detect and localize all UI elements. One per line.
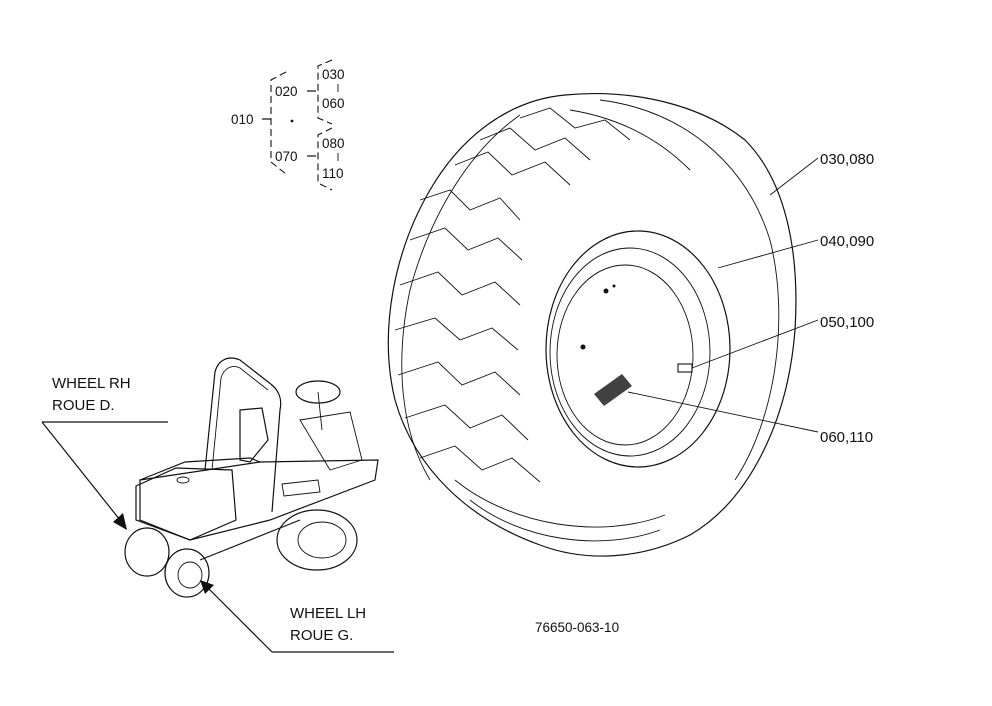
callout-valve: 050,100 [820,314,874,331]
callout-tire: 030,080 [820,151,874,168]
callout-leaders [627,157,819,433]
tree-branch-lower-label: 070 [275,149,298,164]
tree-leaf-110: 110 [322,166,344,181]
part-tree: 010 020 070 030 060 080 110 [231,59,345,191]
tree-branch-upper-label: 020 [275,84,298,99]
tree-leaf-080: 080 [322,136,345,151]
figure-code: 76650-063-10 [535,620,619,635]
wheel-lh-label-fr: ROUE G. [290,627,353,644]
tree-leaf-030: 030 [322,67,345,82]
wheel-lh-callout [200,580,394,653]
tractor-illustration [124,357,379,598]
tree-root-label: 010 [231,112,254,127]
callout-label: 060,110 [820,429,873,446]
wheel-lh-label-en: WHEEL LH [290,605,366,622]
wheel-rh-label-en: WHEEL RH [52,375,131,392]
wheel-rh-label-fr: ROUE D. [52,397,115,414]
callout-rim: 040,090 [820,233,874,250]
wheel-rh-callout [41,421,168,530]
tree-leaf-060: 060 [322,96,345,111]
tire-illustration [387,93,797,557]
